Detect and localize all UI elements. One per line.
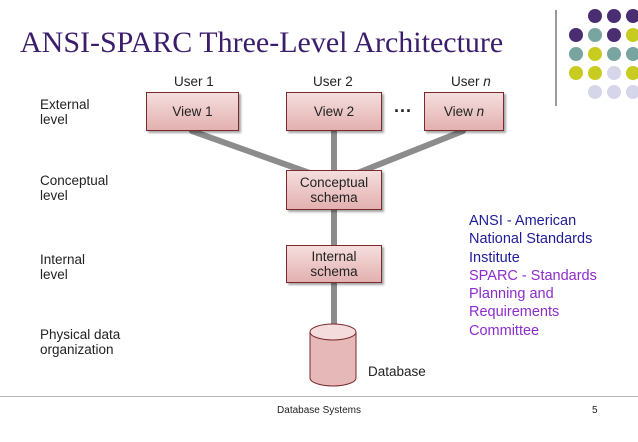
decorative-dot	[588, 85, 602, 99]
ansi-line-2: National Standards	[469, 231, 593, 248]
decorative-dot	[569, 47, 583, 61]
level-label-internal: Internal level	[40, 252, 86, 282]
decorative-dot	[626, 9, 638, 23]
decorative-dot	[607, 9, 621, 23]
decorative-dot	[588, 66, 602, 80]
footer-title: Database Systems	[277, 405, 361, 416]
title-divider	[555, 10, 557, 106]
connector-viewn-conceptual	[347, 128, 466, 179]
decorative-dot	[569, 66, 583, 80]
sparc-line-4: Committee	[469, 322, 540, 339]
view-ellipsis: ...	[394, 96, 413, 116]
decorative-dot	[626, 66, 638, 80]
decorative-dot	[569, 28, 583, 42]
user-n-prefix: User	[451, 74, 484, 89]
decorative-dot	[626, 47, 638, 61]
footer-divider	[0, 396, 638, 397]
decorative-dot	[626, 85, 638, 99]
connector-view1-conceptual	[189, 128, 321, 179]
page-number: 5	[592, 405, 598, 416]
decorative-dot	[607, 85, 621, 99]
sparc-line-2: Planning and	[469, 286, 554, 303]
conceptual-schema-box: Conceptual schema	[286, 170, 382, 210]
slide-title: ANSI-SPARC Three-Level Architecture	[20, 26, 504, 59]
view-1-box: View 1	[146, 92, 239, 131]
view-n-box: View n	[424, 92, 504, 131]
level-label-physical: Physical data organization	[40, 327, 121, 357]
sparc-line-3: Requirements	[469, 304, 560, 321]
user-n-label: User n	[451, 74, 491, 89]
decorative-dot	[607, 47, 621, 61]
view-2-box: View 2	[286, 92, 382, 131]
decorative-dot	[607, 28, 621, 42]
decorative-dot	[588, 47, 602, 61]
ansi-line-3: Institute	[469, 249, 520, 266]
decorative-dot	[626, 28, 638, 42]
view-n-prefix: View	[443, 104, 477, 119]
user-2-label: User 2	[313, 74, 353, 89]
database-label: Database	[368, 364, 426, 379]
view-2-label: View 2	[313, 104, 355, 119]
ansi-line-1: ANSI - American	[469, 213, 577, 229]
sparc-line-1: SPARC - Standards	[469, 267, 597, 284]
decorative-dot	[588, 9, 602, 23]
database-cylinder	[309, 323, 357, 387]
decorative-dot	[588, 28, 602, 42]
acronym-note: ANSI - American National Standards Insti…	[469, 212, 629, 340]
view-1-label: View 1	[172, 104, 213, 119]
internal-schema-box: Internal schema	[286, 245, 382, 283]
level-label-external: External level	[40, 97, 90, 127]
level-label-conceptual: Conceptual level	[40, 173, 109, 203]
decorative-dot	[607, 66, 621, 80]
user-n-variable: n	[483, 74, 491, 89]
view-n-variable: n	[476, 104, 485, 119]
user-1-label: User 1	[174, 74, 214, 89]
